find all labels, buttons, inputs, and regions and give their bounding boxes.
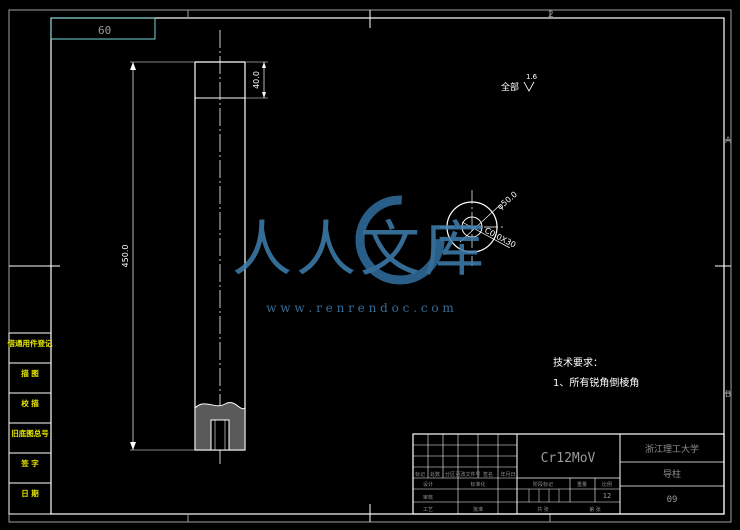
strip-cell-1: 借通用件登记 [7,338,53,348]
label-review: 审核 [423,494,433,501]
dim-length-text: 450.0 [121,245,130,268]
label-ratio: 比例 [602,481,612,488]
left-strip: 借通用件登记 描 图 校 描 旧底图总号 签 字 日 期 [7,332,53,515]
row-label-zone: 分区 [445,471,455,478]
dimension-head: 40.0 [245,61,268,99]
strip-cell-4: 旧底图总号 [11,428,49,438]
row-label-count: 处数 [430,471,440,478]
scale-value: 12 [603,492,611,500]
title-block: Cr12MoV 浙江理工大学 导柱 09 12 标记 处数 分区 更改文件号 签… [412,433,725,515]
label-standard: 标准化 [470,481,485,488]
material-text: Cr12MoV [541,451,596,466]
watermark-text: 人人文库 [232,215,488,285]
zone-label-top: 2 [548,10,554,20]
corner-label-box [50,17,156,40]
dim-head-text: 40.0 [252,71,261,89]
strip-cell-6: 日 期 [21,488,39,498]
label-total: 共 张 [537,506,549,513]
dimension-length: 450.0 [121,61,195,451]
label-process: 工艺 [423,507,433,513]
zone-label-a: A [725,136,732,146]
tech-requirement-1: 1、所有锐角倒棱角 [553,376,639,389]
dim-dia-text: φ50.0 [496,190,519,212]
strip-cell-5: 签 字 [20,458,39,468]
row-label-date: 年月日 [500,471,515,478]
drawing-number: 09 [667,495,678,505]
school-name: 浙江理工大学 [645,443,699,455]
label-sheet: 第 张 [589,506,601,513]
zone-ticks [187,10,731,522]
row-label-change: 更改文件号 [455,471,480,478]
label-design: 设计 [423,481,433,488]
row-label-sign: 签名 [483,471,493,478]
strip-cell-3: 校 描 [21,398,39,408]
label-weight: 重量 [577,481,587,488]
corner-label: 60 [98,24,111,37]
row-label-mark: 标记 [415,471,425,478]
surface-roughness-note: 全部 1.6 [501,73,538,93]
part-name: 导柱 [663,468,681,480]
watermark: 人人文库 w w w . r e n r e n d o c . c o m [232,195,488,315]
tech-requirements-title: 技术要求： [553,356,603,369]
surface-label: 全部 [501,81,519,93]
label-stage: 阶段标记 [533,481,553,488]
roughness-symbol [523,81,535,92]
label-approve: 批准 [473,506,483,513]
strip-cell-2: 描 图 [21,368,39,378]
watermark-url: w w w . r e n r e n d o c . c o m [266,301,454,315]
part-front-view [194,30,246,465]
centering-marks [9,10,731,522]
surface-value: 1.6 [526,73,538,81]
zone-label-b: B [725,390,731,400]
